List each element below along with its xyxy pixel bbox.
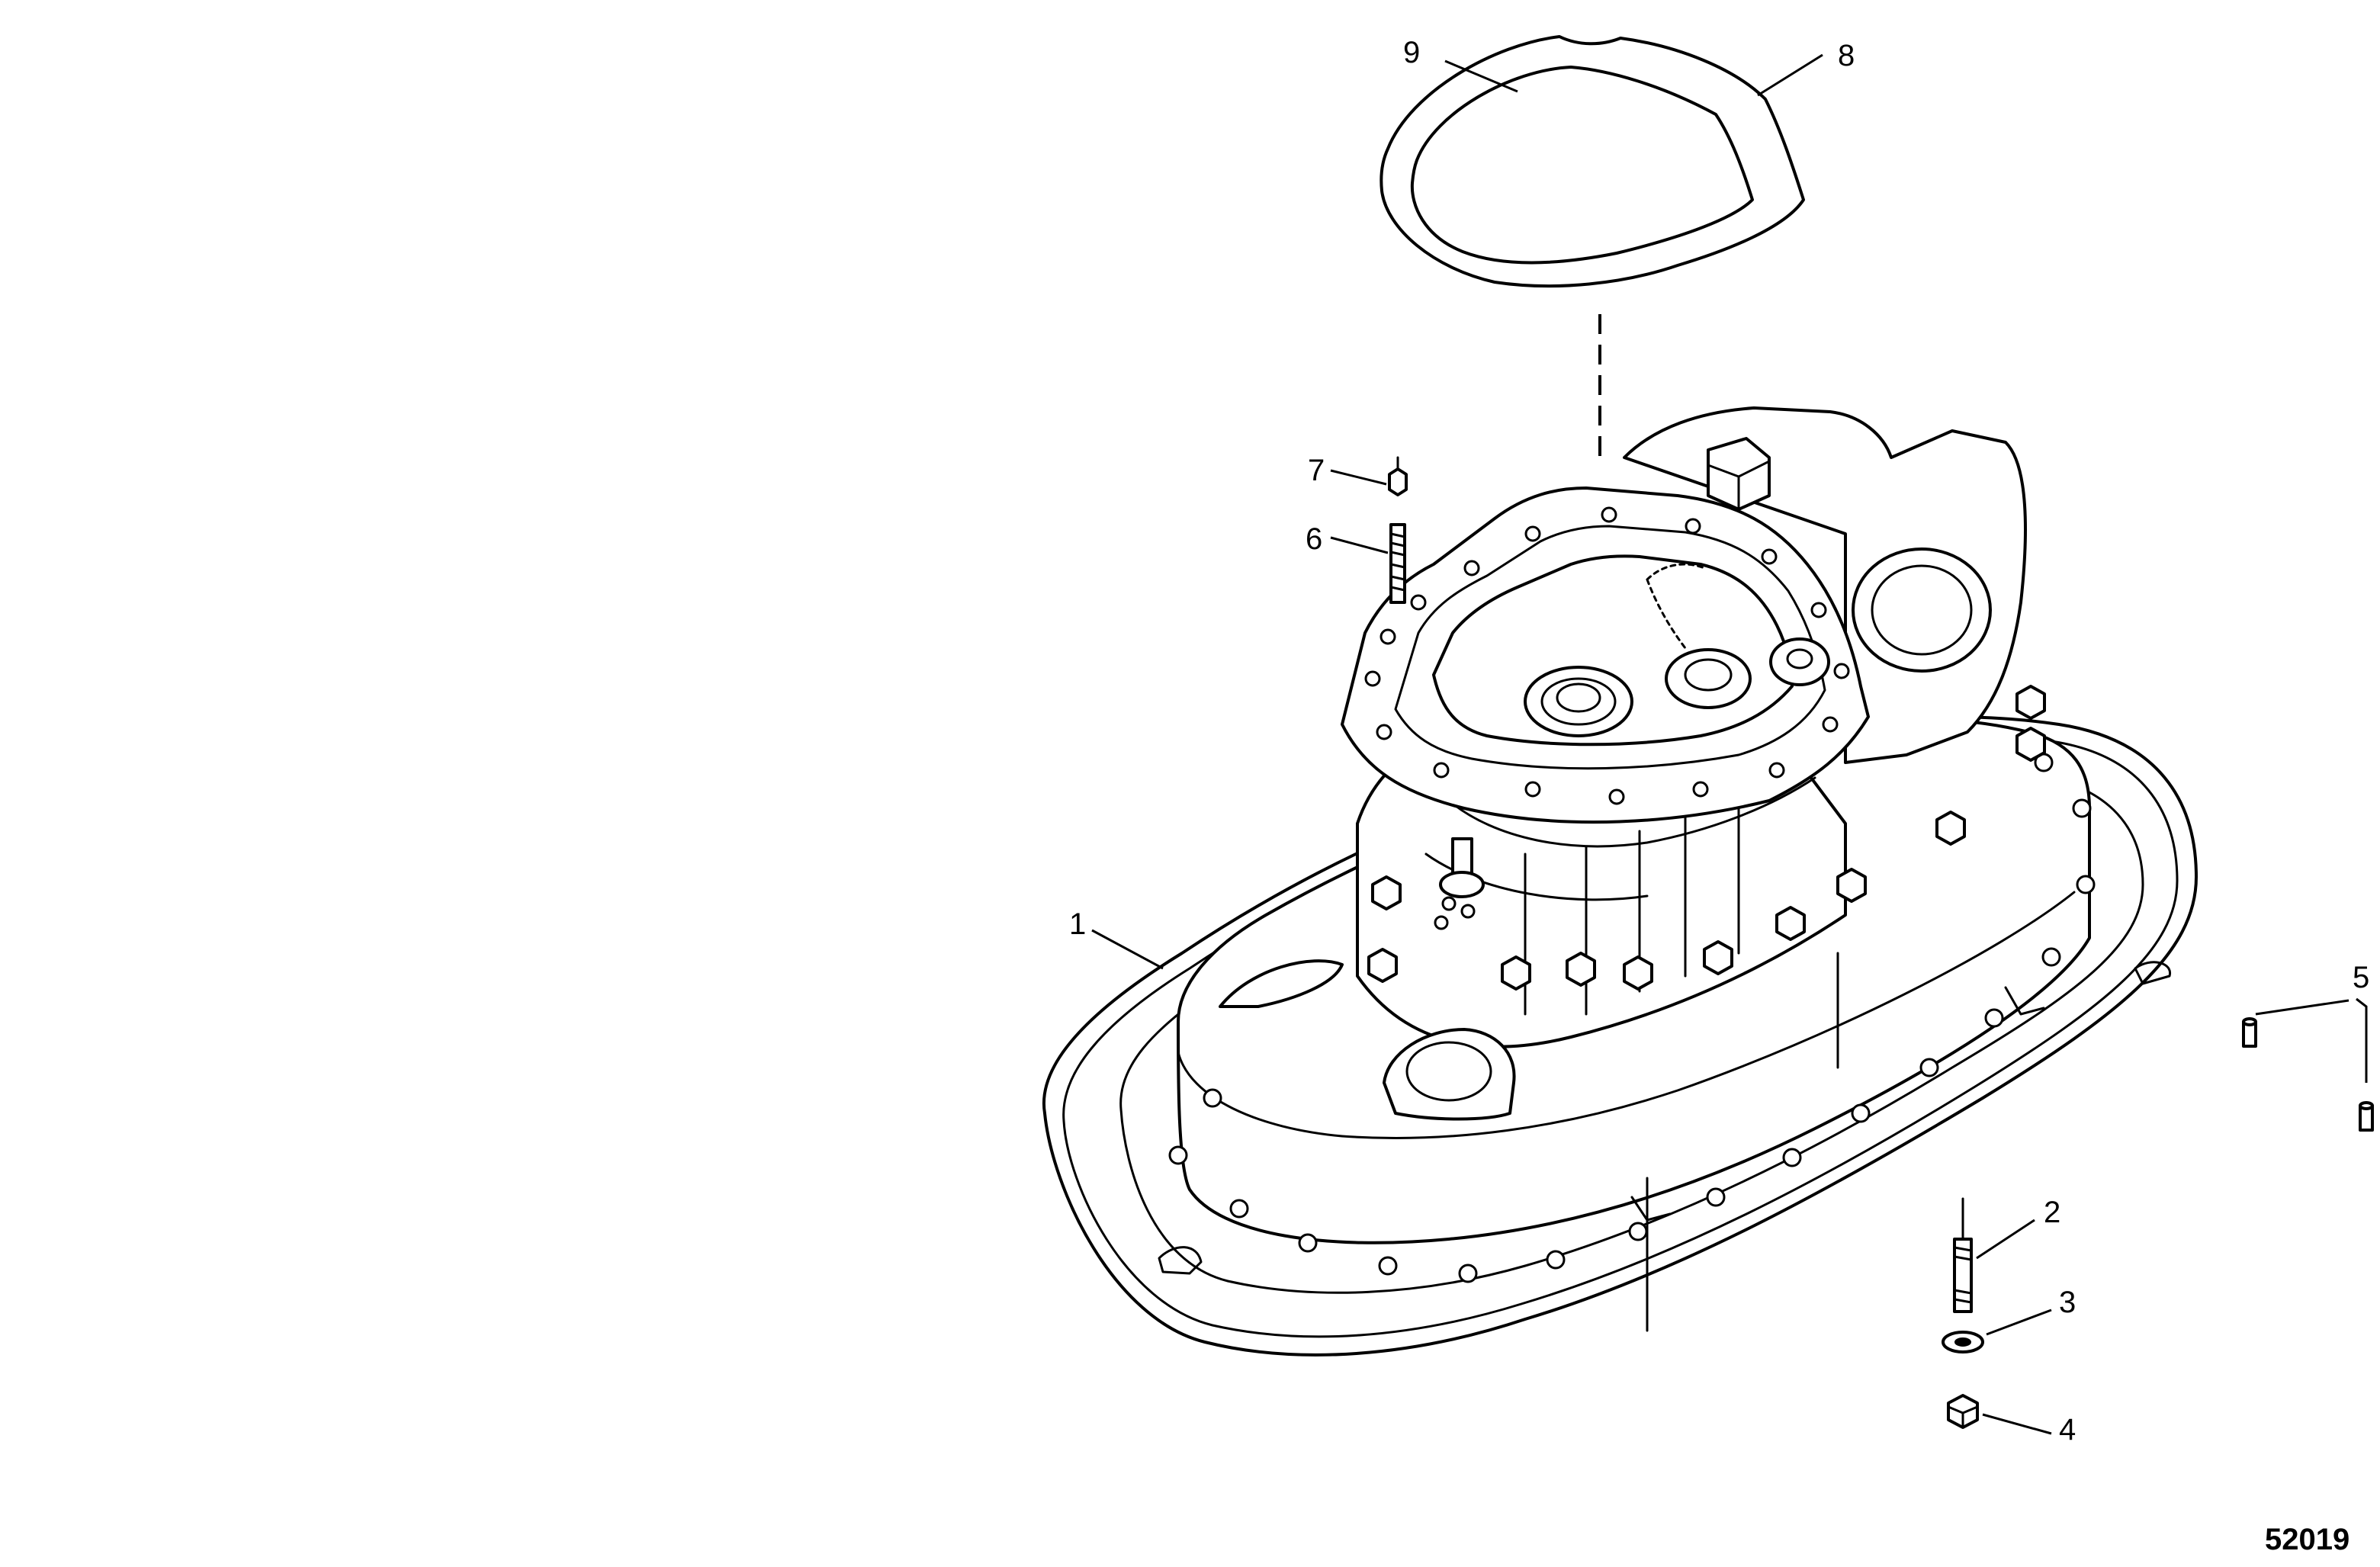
dowel-pins <box>2242 1017 2374 1132</box>
nut-item-7 <box>1388 467 1408 496</box>
callout-label: 4 <box>2059 1413 2076 1447</box>
callout-label: 3 <box>2059 1286 2076 1319</box>
callout-labels: 9 8 7 6 1 2 3 4 5 52019 <box>1069 36 2369 1556</box>
figure-number: 52019 <box>2265 1523 2349 1556</box>
flange-bolt-holes <box>1168 753 2096 1283</box>
callout-label: 9 <box>1403 36 1420 69</box>
cover-bolt-holes <box>1364 506 1850 805</box>
callout-label: 5 <box>2353 961 2369 994</box>
callout-label: 2 <box>2044 1196 2060 1229</box>
housing-assembly <box>1042 406 2198 1357</box>
callout-label: 7 <box>1308 454 1325 487</box>
bottom-fasteners <box>1942 1197 1984 1429</box>
top-stud-and-nut <box>1388 456 1408 604</box>
nut-item-4 <box>1947 1394 1979 1429</box>
base-bolts <box>1367 685 2046 991</box>
callout-label: 8 <box>1838 39 1855 72</box>
callout-label: 6 <box>1306 522 1322 556</box>
leader-lines <box>1091 53 2368 1435</box>
callout-label: 1 <box>1069 907 1086 941</box>
gasket <box>1380 35 1805 288</box>
